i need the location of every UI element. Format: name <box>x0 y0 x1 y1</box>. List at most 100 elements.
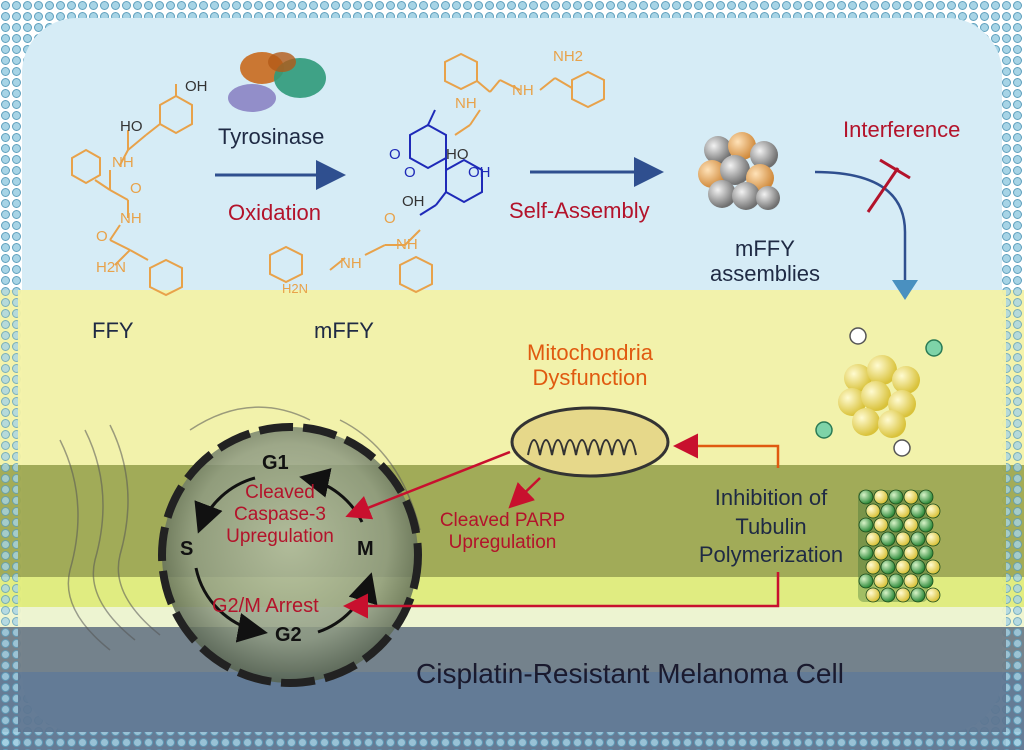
yellow-assembly-cluster <box>838 355 920 438</box>
phase-g1: G1 <box>262 452 289 474</box>
mffy-nh-label: NH <box>512 82 534 99</box>
tubulin-subunit <box>895 559 911 575</box>
tubulin-label-line3: Polymerization <box>698 542 844 568</box>
tubulin-subunit <box>858 489 874 505</box>
mffy-oh-label: OH <box>468 164 491 181</box>
tubulin-subunit <box>903 517 919 533</box>
tubulin-subunit <box>895 587 911 603</box>
interference-arrowhead <box>892 280 918 300</box>
mffy-o-label-3: O <box>384 210 396 227</box>
microtubule <box>858 489 941 603</box>
free-molecule <box>815 421 833 439</box>
mffy-nh-label-4: NH <box>340 255 362 272</box>
free-molecule <box>893 439 911 457</box>
ffy-o-label-2: O <box>96 228 108 245</box>
ffy-molecule <box>71 84 193 297</box>
caspase-label: Cleaved Caspase-3 Upregulation <box>210 482 350 548</box>
mffy-nh2-label: NH2 <box>553 48 584 65</box>
tubulin-subunit <box>918 545 934 561</box>
caspase-label-line3: Upregulation <box>226 525 334 547</box>
mffy-ho-label: HO <box>446 146 469 163</box>
phase-s: S <box>180 538 194 560</box>
free-molecule <box>925 339 943 357</box>
parp-label: Cleaved PARP Upregulation <box>425 510 580 554</box>
mitochondrion <box>510 406 670 478</box>
tubulin-subunit <box>888 489 904 505</box>
ffy-h2n-label: H2N <box>96 259 127 276</box>
mffy-peptide <box>269 52 605 294</box>
tubulin-subunit <box>873 517 889 533</box>
tubulin-subunit <box>910 559 926 575</box>
caspase-arrow <box>345 450 511 520</box>
g2m-arrest-label: G2/M Arrest <box>212 595 319 617</box>
mffy-assembly-cluster <box>698 132 780 210</box>
tubulin-subunit <box>925 587 941 603</box>
tubulin-subunit <box>903 545 919 561</box>
phase-m: M <box>357 538 374 560</box>
tubulin-subunit <box>910 587 926 603</box>
mffy-nh-label-2: NH <box>455 95 477 112</box>
assemblies-label: mFFY assemblies <box>700 236 830 287</box>
mitochondria-label-line2: Dysfunction <box>532 365 648 391</box>
interference-label: Interference <box>843 117 961 142</box>
tubulin-subunit <box>888 573 904 589</box>
assemblies-label-line2: assemblies <box>709 261 821 287</box>
tubulin-subunit <box>895 531 911 547</box>
caspase-label-line2: Caspase-3 <box>234 503 326 525</box>
mffy-o-label-2: O <box>404 164 416 181</box>
ffy-nh-label: NH <box>112 154 134 171</box>
parp-label-line1: Cleaved PARP <box>439 510 566 531</box>
mitochondria-label: Mitochondria Dysfunction <box>505 340 675 391</box>
tubulin-subunit <box>895 503 911 519</box>
tubulin-subunit <box>865 503 881 519</box>
tubulin-subunit <box>873 545 889 561</box>
self-assembly-label: Self-Assembly <box>509 198 650 223</box>
tubulin-subunit <box>880 503 896 519</box>
mffy-h2n-label: H2N <box>282 281 309 296</box>
inhibition-tee <box>879 158 911 180</box>
tubulin-subunit <box>903 573 919 589</box>
tubulin-subunit <box>903 489 919 505</box>
tubulin-label-line1: Inhibition of <box>714 485 828 510</box>
mffy-quinone <box>409 109 483 216</box>
gray-band <box>0 627 1024 672</box>
oxidation-label: Oxidation <box>228 200 321 225</box>
tubulin-subunit <box>918 573 934 589</box>
free-molecule <box>849 327 867 345</box>
membrane-left <box>0 290 18 750</box>
light-band <box>0 607 1024 627</box>
tubulin-subunit <box>925 531 941 547</box>
tubulin-subunit <box>873 489 889 505</box>
tubulin-subunit <box>910 531 926 547</box>
tubulin-subunit <box>888 545 904 561</box>
ffy-nh-label-2: NH <box>120 210 142 227</box>
tubulin-label: Inhibition of Tubulin Polymerization <box>686 484 856 570</box>
parp-arrow <box>508 477 541 509</box>
phase-g2: G2 <box>275 624 302 646</box>
cell-title: Cisplatin-Resistant Melanoma Cell <box>416 658 844 689</box>
caspase-label-line1: Cleaved <box>245 482 315 503</box>
tubulin-subunit <box>888 517 904 533</box>
parp-label-line2: Upregulation <box>448 531 557 553</box>
ffy-oh-label: OH <box>185 78 208 95</box>
tubulin-subunit <box>865 531 881 547</box>
tubulin-subunit <box>858 545 874 561</box>
mffy-cooh-label: OH <box>402 193 425 210</box>
membrane-right <box>1006 290 1024 750</box>
mitochondria-label-line1: Mitochondria <box>527 340 653 365</box>
tyrosinase-label: Tyrosinase <box>218 124 325 149</box>
tubulin-to-mito-arrow <box>673 433 780 468</box>
inhibition-bar <box>866 167 900 213</box>
tubulin-subunit <box>880 531 896 547</box>
tubulin-subunit <box>880 587 896 603</box>
ffy-label: FFY <box>92 318 134 343</box>
tubulin-subunit <box>865 587 881 603</box>
tyrosinase-protein <box>228 52 326 112</box>
tubulin-subunit <box>880 559 896 575</box>
tubulin-subunit <box>865 559 881 575</box>
ffy-o-label: O <box>130 180 142 197</box>
membrane-bottom <box>0 732 1024 750</box>
tubulin-subunit <box>918 517 934 533</box>
tubulin-subunit <box>910 503 926 519</box>
